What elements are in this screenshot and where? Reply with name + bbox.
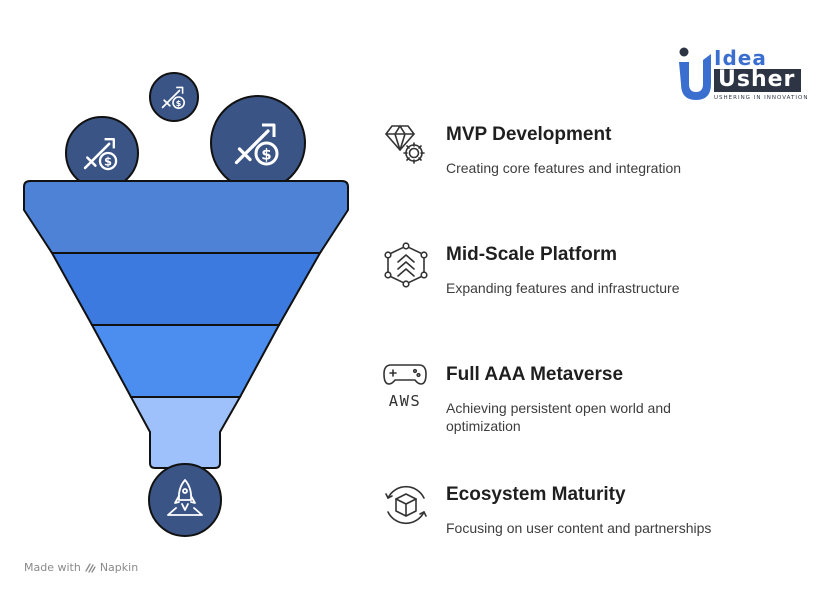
stage-mid-scale-platform: Mid-Scale Platform Expanding features an… xyxy=(382,242,822,332)
cube-cycle-icon xyxy=(385,485,427,525)
funnel-layer-3 xyxy=(90,324,281,398)
stage-description: Expanding features and infrastructure xyxy=(446,280,680,296)
stage-title: Mid-Scale Platform xyxy=(446,244,618,265)
brand-logo: Idea Usher USHERING IN INNOVATION xyxy=(676,46,816,106)
stage-full-aaa-metaverse: AWS Full AAA Metaverse Achieving persist… xyxy=(382,362,822,452)
output-circle xyxy=(148,463,222,537)
stage-description: Achieving persistent open world and opti… xyxy=(446,400,671,434)
input-circle-right xyxy=(210,95,306,191)
funnel-layer-2 xyxy=(50,252,322,326)
rocket-icon xyxy=(167,479,203,516)
diamond-gear-icon xyxy=(385,125,425,164)
made-with-napkin: Made with Napkin xyxy=(24,561,138,574)
stage-title: MVP Development xyxy=(446,124,612,145)
stage-mvp-development: MVP Development Creating core features a… xyxy=(382,122,822,212)
stage-ecosystem-maturity: Ecosystem Maturity Focusing on user cont… xyxy=(382,482,822,572)
stage-description: Focusing on user content and partnership… xyxy=(446,520,712,536)
logo-tagline: USHERING IN INNOVATION xyxy=(714,95,809,101)
stage-description: Creating core features and integration xyxy=(446,160,682,176)
input-circle-left xyxy=(65,116,139,190)
funnel-layer-1 xyxy=(23,180,349,254)
network-arrows-icon xyxy=(384,242,428,288)
stage-title: Ecosystem Maturity xyxy=(446,484,626,505)
napkin-logo-icon xyxy=(85,563,96,573)
footer-brand: Napkin xyxy=(99,561,139,574)
footer-label: Made with xyxy=(24,561,81,574)
logo-word-bottom: Usher xyxy=(714,69,802,92)
funnel-layer-4 xyxy=(129,396,242,469)
logo-word-top: Idea xyxy=(714,46,767,70)
gamepad-aws-icon: AWS xyxy=(383,364,427,410)
input-circle-small xyxy=(149,72,199,122)
stage-title: Full AAA Metaverse xyxy=(446,364,624,385)
icon-aws-label: AWS xyxy=(389,392,422,410)
logo-mark-icon xyxy=(679,47,711,100)
